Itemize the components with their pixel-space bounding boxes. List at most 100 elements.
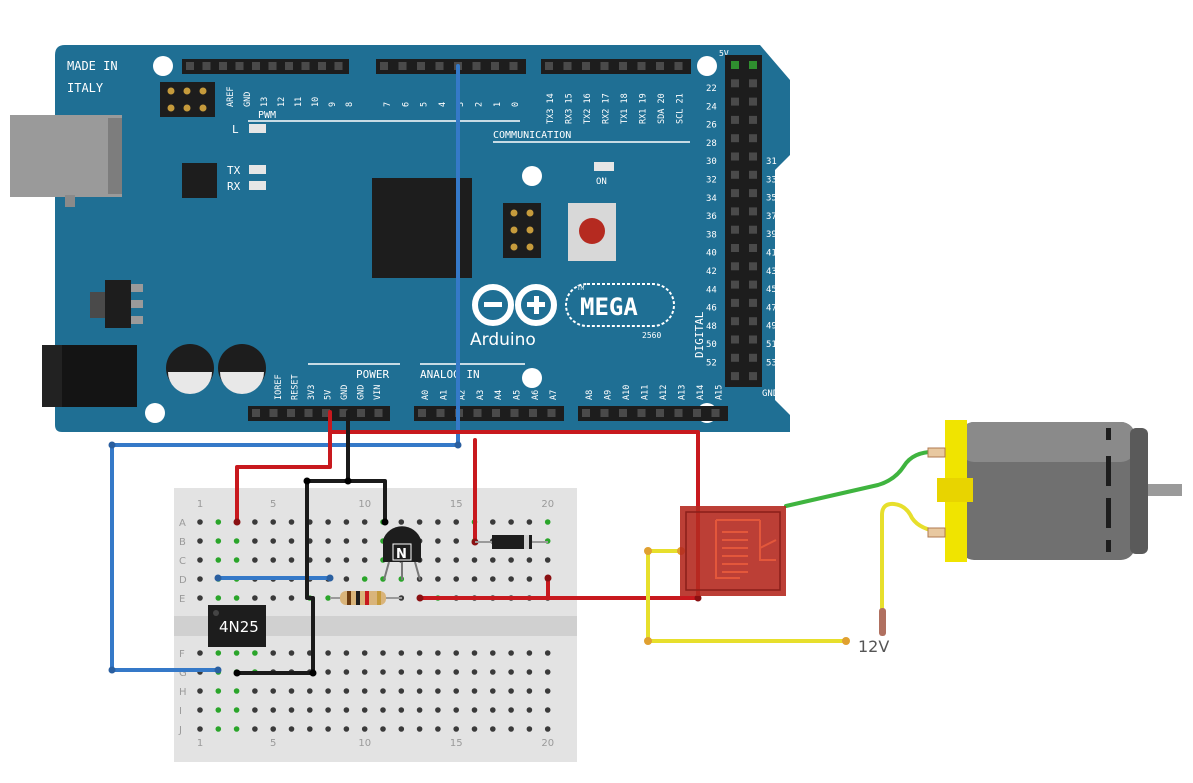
breadboard-hole xyxy=(435,650,441,656)
breadboard-hole xyxy=(453,576,460,582)
breadboard-hole xyxy=(544,650,551,656)
breadboard-hole xyxy=(361,707,368,713)
wire-black-gnd-2 xyxy=(235,479,350,675)
header-pin xyxy=(510,409,519,417)
led-on xyxy=(594,162,614,171)
breadboard-hole xyxy=(288,726,295,732)
column-number: 5 xyxy=(270,738,276,749)
breadboard-hole xyxy=(270,519,277,525)
breadboard-hole xyxy=(270,688,277,694)
mounting-hole xyxy=(153,56,173,76)
header-pin xyxy=(473,409,482,417)
header-pin xyxy=(637,409,646,417)
header-pin xyxy=(509,62,518,70)
header-pin xyxy=(731,353,739,362)
breadboard-hole xyxy=(215,650,222,656)
header-pin xyxy=(749,61,757,69)
breadboard-hole xyxy=(544,557,551,563)
breadboard-hole xyxy=(508,688,514,694)
breadboard-hole xyxy=(471,726,478,732)
supply-label: 12V xyxy=(858,637,889,656)
header-pin xyxy=(285,62,293,70)
reset-button[interactable] xyxy=(568,203,616,261)
breadboard-hole xyxy=(288,707,295,713)
pin-label: A3 xyxy=(476,390,486,400)
header-pin xyxy=(656,409,664,417)
breadboard-hole xyxy=(380,688,386,694)
breadboard-hole xyxy=(544,519,551,525)
pin-label: 41 xyxy=(766,249,777,259)
breadboard-hole xyxy=(288,557,295,563)
pin-label: A9 xyxy=(604,390,614,400)
breadboard-hole xyxy=(490,557,496,563)
header-digital-double xyxy=(725,55,762,387)
breadboard-hole xyxy=(361,538,368,544)
breadboard-hole xyxy=(215,538,222,544)
pin-label: RX2 17 xyxy=(602,93,612,124)
breadboard-hole xyxy=(435,669,441,675)
header-pin xyxy=(731,244,739,252)
header-pin xyxy=(492,409,500,417)
row-letter: E xyxy=(179,594,185,605)
header-pin xyxy=(235,62,244,70)
breadboard-hole xyxy=(325,707,331,713)
header-pin xyxy=(322,409,330,417)
header-pin xyxy=(749,97,757,106)
breadboard-hole xyxy=(380,726,386,732)
breadboard-hole xyxy=(471,688,478,694)
header-pin xyxy=(582,409,590,417)
breadboard-hole xyxy=(343,650,350,656)
breadboard-hole xyxy=(197,688,203,694)
breadboard-hole xyxy=(361,650,368,656)
header-pin xyxy=(749,170,757,179)
header-pin xyxy=(656,62,664,70)
pin-label: 51 xyxy=(766,340,777,350)
relay-coil xyxy=(715,519,777,579)
led-tx-label: TX xyxy=(227,164,241,177)
header-digital xyxy=(376,59,526,74)
header-pin xyxy=(731,207,739,216)
breadboard-hole xyxy=(288,595,295,601)
column-number: 15 xyxy=(450,738,463,749)
column-number: 10 xyxy=(358,738,371,749)
header-pin xyxy=(435,62,444,70)
pin-label: 43 xyxy=(766,267,777,277)
breadboard-hole xyxy=(453,669,460,675)
breadboard-hole xyxy=(544,707,551,713)
breadboard-hole xyxy=(398,519,405,525)
breadboard-hole xyxy=(233,538,240,544)
header-pin xyxy=(749,225,757,234)
breadboard-hole xyxy=(343,688,350,694)
breadboard-hole xyxy=(252,726,258,732)
breadboard-hole xyxy=(398,707,405,713)
header-pin xyxy=(357,409,365,417)
header-pin xyxy=(674,62,683,70)
breadboard-hole xyxy=(343,557,350,563)
header-pin xyxy=(418,409,426,417)
header-pin xyxy=(731,372,739,381)
pin-label: 45 xyxy=(766,285,777,295)
pin-label: TX3 14 xyxy=(546,93,556,124)
header-pin xyxy=(711,409,720,417)
breadboard-hole xyxy=(288,688,295,694)
breadboard-hole xyxy=(215,519,222,525)
breadboard-hole xyxy=(252,707,258,713)
pin-label: 52 xyxy=(706,359,717,369)
digital-label: DIGITAL xyxy=(693,311,706,358)
breadboard-hole xyxy=(343,726,350,732)
breadboard-hole xyxy=(270,726,277,732)
breadboard-hole xyxy=(471,557,478,563)
breadboard-hole xyxy=(435,538,441,544)
header-pin xyxy=(219,62,227,70)
header-pin xyxy=(582,62,590,70)
pin-label: 30 xyxy=(706,157,717,167)
dc-motor xyxy=(927,420,1182,562)
breadboard-hole xyxy=(325,688,331,694)
breadboard-hole xyxy=(343,576,350,582)
breadboard-hole xyxy=(197,557,203,563)
row-letter: F xyxy=(179,649,185,660)
diode xyxy=(475,535,548,549)
pin-label: 31 xyxy=(766,157,777,167)
